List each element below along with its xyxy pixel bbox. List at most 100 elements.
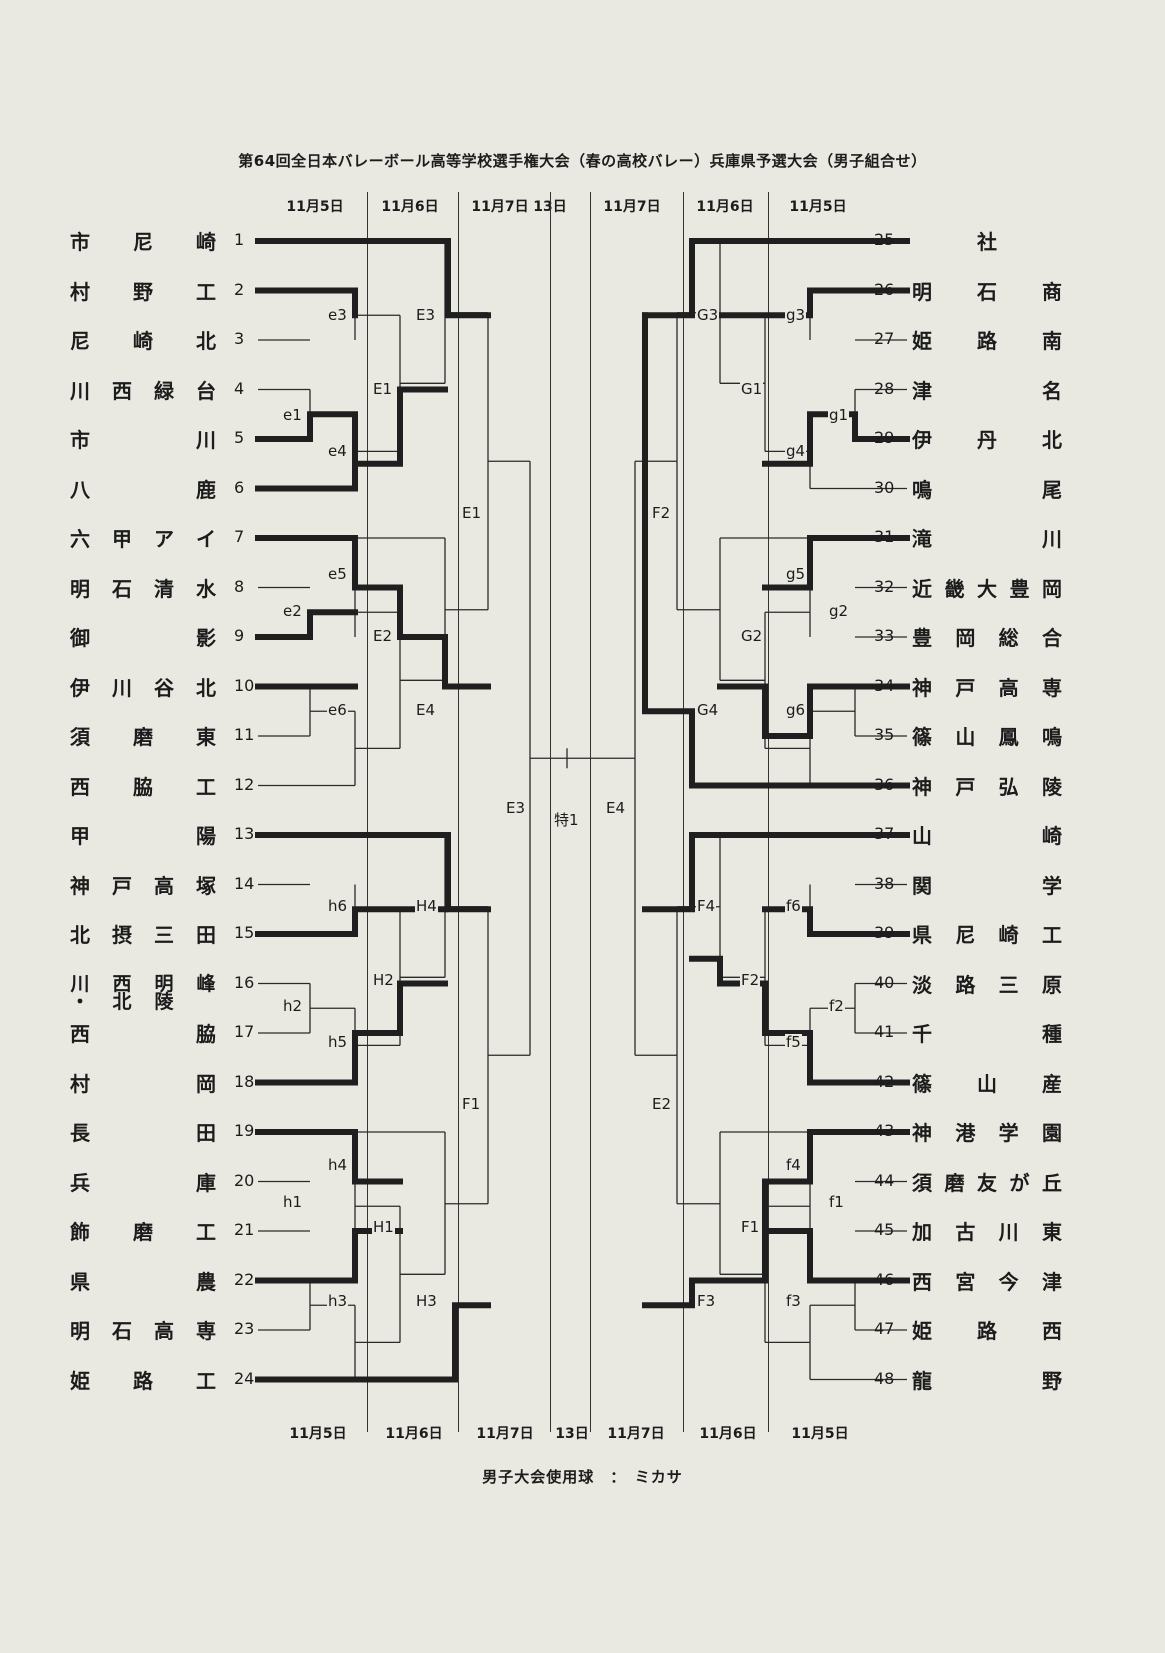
winner-path	[255, 1302, 491, 1383]
team-seed-number: 9	[234, 626, 245, 645]
team-name-char: 神	[912, 675, 932, 700]
team-seed-number: 15	[234, 923, 255, 942]
match-label: E1	[372, 380, 394, 398]
winner-path	[255, 832, 491, 913]
team-name: 鳴尾	[910, 474, 1064, 504]
footer-date: 11月6日	[385, 1426, 443, 1442]
team-name-char: 石	[977, 279, 997, 304]
team-seed-number: 1	[234, 230, 245, 249]
team-seed-number: 2	[234, 279, 245, 299]
team-name-char: 山	[977, 1071, 997, 1096]
match-label: H1	[372, 1218, 395, 1236]
winner-path	[255, 386, 448, 467]
team-name-char: 近	[912, 576, 932, 601]
team-name-char: 脇	[196, 1022, 216, 1046]
footer-date: 11月6日	[699, 1426, 757, 1442]
match-label: E3	[505, 799, 527, 817]
team-name-char: 陵	[154, 990, 174, 1013]
team-seed-number: 8	[234, 576, 245, 596]
header-date: 11月5日	[789, 199, 847, 215]
team-seed-number: 3	[234, 329, 245, 348]
team-name: 神戸高専	[910, 672, 1064, 702]
team-name-char: 岡	[196, 1071, 216, 1096]
header-date: 11月7日	[471, 199, 529, 215]
team-name: 姫路西	[910, 1315, 1064, 1345]
team-seed-number: 20	[234, 1170, 255, 1190]
team-name: 龍野	[910, 1365, 1064, 1395]
match-label: h3	[327, 1292, 349, 1310]
team-name-char: 八	[70, 477, 90, 502]
team-name-char: 工	[196, 1368, 216, 1393]
team-name-char: 摂	[112, 923, 132, 947]
team-name-char: 合	[1042, 626, 1062, 650]
team-name-char: 西	[912, 1269, 932, 1294]
team-name-char: 庫	[196, 1170, 216, 1195]
team-name-char: 甲	[112, 527, 132, 551]
team-name-char: 緑	[154, 378, 174, 403]
match-label: E3	[415, 306, 437, 324]
column-divider	[683, 192, 684, 1432]
team-name-char: 県	[912, 923, 932, 947]
footer-date: 13日	[555, 1426, 589, 1442]
team-name: 津名	[910, 375, 1064, 405]
match-label: g3	[785, 306, 807, 324]
team-name: 村野工	[68, 276, 218, 306]
team-name-char: 姫	[912, 1319, 932, 1343]
team-name: 県尼崎工	[910, 919, 1064, 949]
team-seed-number: 25	[874, 230, 895, 249]
team-name-char: が	[1009, 1170, 1030, 1195]
team-name-char: 甲	[70, 824, 90, 848]
match-label: E4	[415, 701, 437, 719]
team-seed-number: 32	[874, 576, 895, 596]
team-name: 須磨東	[68, 721, 218, 751]
match-label: G2	[740, 627, 764, 645]
team-name-char: 高	[154, 873, 174, 898]
team-name-char: 磨	[944, 1170, 965, 1195]
match-label: e6	[327, 701, 348, 719]
team-name: 西脇工	[68, 771, 218, 801]
team-name: 篠山産	[910, 1068, 1064, 1098]
team-name-char: 川	[70, 972, 90, 995]
team-seed-number: 16	[234, 972, 255, 992]
team-row: 8 明石清水	[0, 573, 1165, 603]
team-name-char: 淡	[912, 972, 932, 997]
winner-path	[689, 955, 910, 1086]
team-name-char: 鹿	[196, 477, 216, 502]
team-name-char: 戸	[112, 873, 132, 898]
team-name-char: 田	[196, 923, 216, 947]
team-seed-number: 42	[874, 1071, 895, 1091]
team-name: 明石清水	[68, 573, 218, 603]
team-seed-number: 14	[234, 873, 255, 893]
team-name-char: 高	[998, 675, 1019, 700]
team-name: 明石商	[910, 276, 1064, 306]
team-name-char: 明	[70, 576, 90, 601]
match-label: f5	[785, 1033, 802, 1051]
team-name-char: 北	[1042, 428, 1062, 452]
team-name-char: 石	[112, 1319, 132, 1343]
team-name: 川西緑台	[68, 375, 218, 405]
team-name-char: 塚	[196, 873, 216, 898]
team-seed-number: 43	[874, 1121, 895, 1140]
team-name-char: 野	[133, 279, 153, 304]
team-name-char: 村	[70, 279, 90, 304]
team-name-char: 川	[1042, 527, 1062, 551]
team-name-char: 古	[955, 1220, 976, 1244]
team-name-char: 西	[70, 774, 90, 799]
footer-date: 11月5日	[289, 1426, 347, 1442]
team-name-char: 関	[912, 873, 932, 898]
match-label: G3	[696, 306, 720, 324]
team-seed-number: 44	[874, 1170, 895, 1190]
team-name: 豊岡総合	[910, 622, 1064, 652]
